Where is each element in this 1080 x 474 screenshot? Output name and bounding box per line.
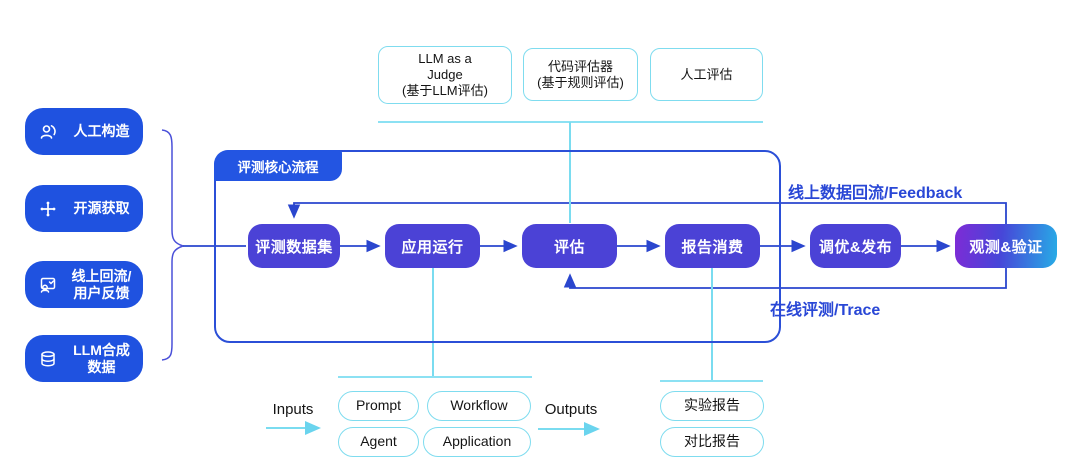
core-process-tab-label: 评测核心流程 [237,159,319,175]
flow-node-label: 评估 [553,238,585,256]
report-label: 实验报告 [684,397,740,414]
app-type-label: Prompt [355,397,402,414]
source-item-llm-synthetic: LLM合成 数据 [25,335,143,382]
source-item-opensource: 开源获取 [25,185,143,232]
database-icon [37,348,59,370]
app-type-prompt: Prompt [338,391,419,421]
core-process-container [214,150,781,343]
evaluator-llm-judge: LLM as a Judge (基于LLM评估) [378,46,512,104]
flow-node-label: 观测&验证 [969,238,1043,256]
report-comparison: 对比报告 [660,427,764,457]
flow-node-label: 评测数据集 [255,238,333,256]
source-label: 人工构造 [73,123,130,140]
flow-node-dataset: 评测数据集 [248,224,340,268]
flow-node-observe-verify: 观测&验证 [955,224,1057,268]
feedback-label: 线上数据回流/Feedback [788,185,963,202]
screen-feedback-icon [37,274,59,296]
source-label: 线上回流/ 用户反馈 [71,268,132,301]
app-type-label: Workflow [450,397,508,414]
source-item-manual: 人工构造 [25,108,143,155]
app-type-label: Application [442,433,512,450]
person-icon [37,121,59,143]
report-label: 对比报告 [684,433,740,450]
app-type-application: Application [423,427,531,457]
inputs-label: Inputs [272,401,314,418]
flow-node-label: 报告消费 [681,238,744,256]
plus-icon [37,198,59,220]
outputs-label: Outputs [544,401,598,418]
source-label: LLM合成 数据 [73,342,130,375]
flow-node-app-run: 应用运行 [385,224,480,268]
evaluator-human: 人工评估 [650,48,763,101]
app-type-agent: Agent [338,427,419,457]
brace [161,129,186,361]
source-label: 开源获取 [73,200,130,217]
flow-node-label: 调优&发布 [818,238,893,256]
flow-node-tune-release: 调优&发布 [810,224,901,268]
evaluator-label: 人工评估 [680,66,733,82]
flow-node-report-consume: 报告消费 [665,224,760,268]
evaluator-label: 代码评估器 (基于规则评估) [537,58,624,90]
app-type-label: Agent [360,433,397,450]
evaluator-label: LLM as a Judge (基于LLM评估) [402,51,488,98]
source-item-online-feedback: 线上回流/ 用户反馈 [25,261,143,308]
report-experiment: 实验报告 [660,391,764,421]
core-process-tab: 评测核心流程 [214,150,342,181]
evaluator-code: 代码评估器 (基于规则评估) [523,48,638,101]
flow-node-evaluate: 评估 [522,224,617,268]
flow-node-label: 应用运行 [401,238,464,256]
app-type-workflow: Workflow [427,391,531,421]
trace-label: 在线评测/Trace [770,302,881,319]
